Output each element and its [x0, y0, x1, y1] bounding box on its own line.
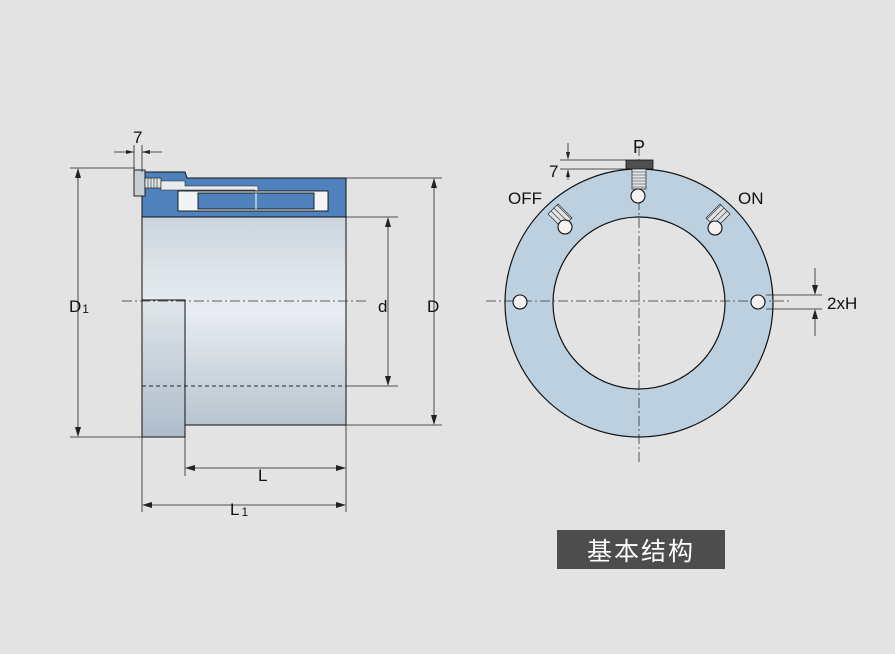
caption-label: 基本结构: [557, 530, 725, 569]
label-front-7: 7: [549, 162, 558, 181]
screw-thread: [144, 177, 162, 189]
screw-head: [133, 169, 146, 197]
label-d: d: [378, 297, 387, 316]
on-port: [705, 203, 731, 236]
label-L: L: [258, 466, 267, 485]
left-hole: [512, 294, 528, 310]
label-d1: D1: [69, 297, 89, 316]
p-screw-head: [625, 159, 654, 170]
off-port: [547, 203, 573, 235]
label-P: P: [633, 137, 645, 157]
label-top-7: 7: [133, 128, 142, 147]
label-2xH: 2xH: [827, 294, 857, 313]
inner-sleeve: [141, 299, 186, 438]
label-off: OFF: [508, 189, 542, 208]
label-on: ON: [738, 189, 764, 208]
p-port-hole: [630, 188, 646, 204]
label-D: D: [427, 297, 439, 316]
right-hole: [750, 294, 766, 310]
front-view: P 7 OFF ON 2xH: [486, 137, 857, 462]
